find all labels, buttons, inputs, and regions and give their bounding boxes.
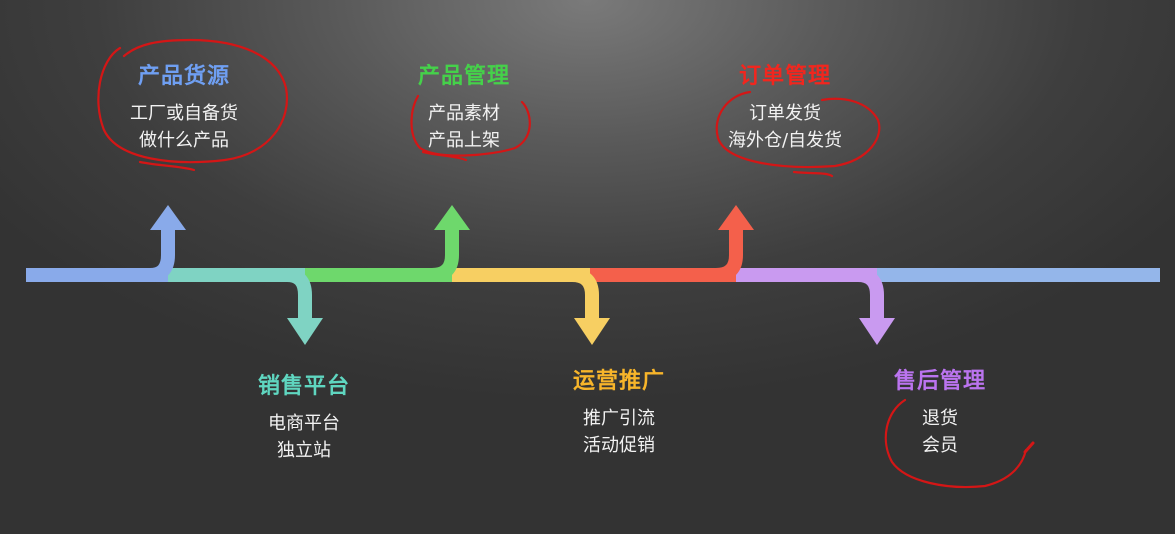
stage-item: 活动促销	[583, 435, 655, 456]
stage-item: 产品素材	[428, 103, 500, 124]
arrow-marketing-down	[571, 268, 610, 345]
stage-item: 工厂或自备货	[130, 103, 238, 124]
stage-after-sales: 售后管理 退货 会员	[820, 367, 1060, 459]
stage-title: 产品管理	[417, 64, 510, 89]
arrow-source-up	[149, 205, 186, 282]
stage-title: 销售平台	[257, 374, 350, 399]
stage-sales-platform: 销售平台 电商平台 独立站	[184, 372, 424, 464]
stage-order-management: 订单管理 订单发货 海外仓/自发货	[665, 62, 905, 154]
stage-item: 退货	[922, 408, 958, 429]
stage-title: 产品货源	[137, 64, 230, 89]
annotation-circle-source	[97, 38, 289, 172]
annotation-marks	[97, 38, 1035, 489]
arrow-platform-down	[286, 268, 323, 345]
stage-item: 做什么产品	[139, 130, 229, 151]
stage-product-source: 产品货源 工厂或自备货 做什么产品	[64, 62, 304, 154]
annotation-circle-product	[410, 94, 531, 162]
stage-title: 订单管理	[738, 64, 831, 89]
stage-item: 产品上架	[428, 130, 500, 151]
stage-item: 海外仓/自发货	[727, 130, 843, 151]
arrow-aftersale-down	[857, 268, 895, 345]
stage-item: 推广引流	[583, 408, 655, 429]
stage-item: 电商平台	[268, 413, 340, 434]
annotation-circle-order	[715, 90, 881, 178]
arrow-order-up	[715, 205, 754, 282]
annotation-pen-tip	[1023, 441, 1035, 454]
stage-item: 会员	[922, 435, 958, 456]
stage-product-management: 产品管理 产品素材 产品上架	[344, 62, 584, 154]
annotation-circle-aftersale	[884, 398, 1028, 489]
stage-item: 独立站	[277, 440, 331, 461]
stage-operations-marketing: 运营推广 推广引流 活动促销	[499, 367, 739, 459]
arrow-product-up	[431, 205, 470, 282]
stage-item: 订单发货	[749, 103, 821, 124]
stage-title: 售后管理	[893, 369, 986, 394]
stage-title: 运营推广	[572, 369, 665, 394]
